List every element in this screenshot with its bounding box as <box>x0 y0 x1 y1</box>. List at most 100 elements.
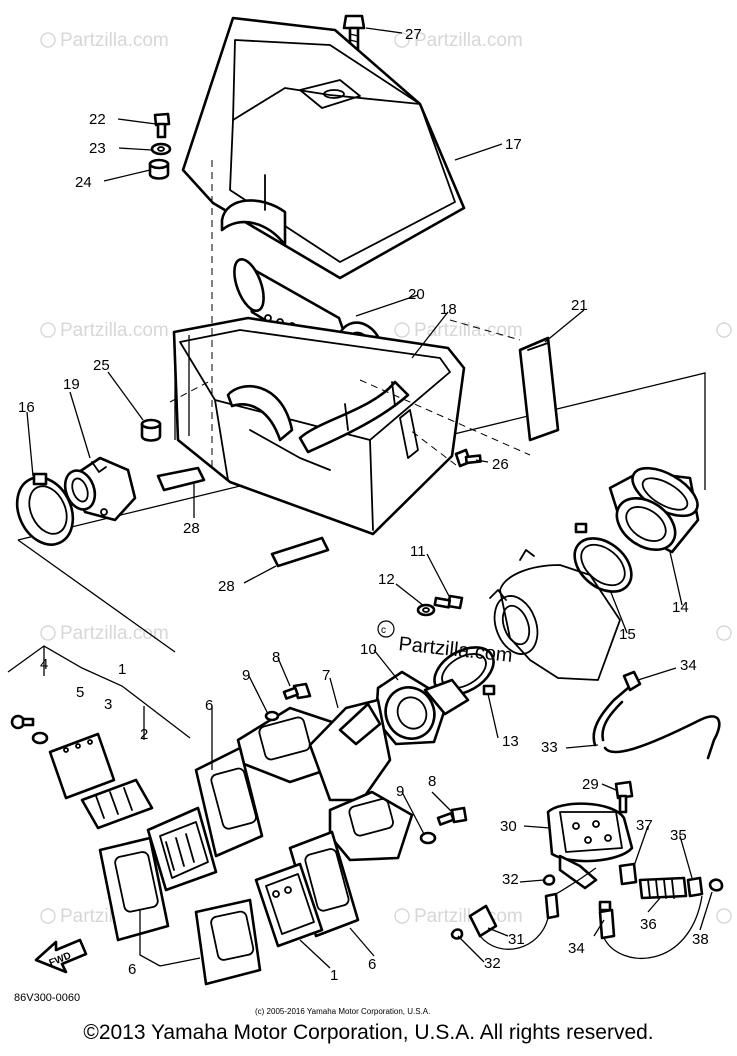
callout-34: 34 <box>568 940 585 957</box>
callout-30: 29 <box>582 776 599 793</box>
callout-6: 6 <box>128 961 136 978</box>
washer-9 <box>419 831 437 845</box>
clamp-16 <box>15 472 75 546</box>
callout-32: 32 <box>502 871 519 888</box>
washer-12 <box>416 603 436 617</box>
assembly-line <box>359 379 531 456</box>
callout-24: 24 <box>75 174 92 191</box>
callout-36: 36 <box>640 916 657 933</box>
intake-boot-14 <box>608 466 700 554</box>
carburetor <box>489 549 621 681</box>
clip-32 <box>450 928 464 940</box>
callout-6: 6 <box>368 956 376 973</box>
assembly-line <box>169 379 213 403</box>
spring-36 <box>638 876 688 900</box>
callouts: 27 17 22 23 24 20 18 21 2 5 19 1 6 26 28 2… <box>18 26 709 984</box>
callout-5: 5 <box>76 684 84 701</box>
callout-14: 14 <box>672 599 689 616</box>
gasket-6 <box>194 746 264 858</box>
leader-lines <box>26 27 713 969</box>
gasket-6 <box>98 836 170 942</box>
watermark: Partzilla.com <box>394 906 523 927</box>
callout-21: 21 <box>571 297 588 314</box>
callout-1: 1 <box>330 967 338 984</box>
callout-9: 9 <box>242 667 250 684</box>
watermark-layer: Partzilla.com Partzilla.com Partzilla.co… <box>40 30 732 927</box>
callout-37: 37 <box>636 817 653 834</box>
reed-2 <box>80 778 154 830</box>
svg-text:Partzilla.com: Partzilla.com <box>60 320 169 341</box>
footer-copyright: ©2013 Yamaha Motor Corporation, U.S.A. A… <box>83 1021 654 1044</box>
watermark: Partzilla.com <box>394 320 523 341</box>
pad-28 <box>156 466 206 492</box>
fwd-arrow: FWD <box>34 938 88 974</box>
callout-28: 28 <box>218 578 235 595</box>
callout-34: 34 <box>680 657 697 674</box>
callout-33: 33 <box>541 739 558 756</box>
callout-29: 30 <box>500 818 517 835</box>
callout-2: 2 <box>140 726 148 743</box>
watermark <box>716 908 732 924</box>
svg-text:Partzilla.com: Partzilla.com <box>414 30 523 51</box>
callout-6: 6 <box>205 697 213 714</box>
callout-26: 26 <box>492 456 509 473</box>
washer-5 <box>31 731 49 745</box>
callout-17: 17 <box>505 136 522 153</box>
bolt-27 <box>342 14 366 54</box>
callout-20: 20 <box>408 286 425 303</box>
screw-30 <box>614 780 634 814</box>
fitting-37 <box>618 862 638 886</box>
svg-text:Partzilla.com: Partzilla.com <box>414 320 523 341</box>
reed-valve-1 <box>146 806 218 892</box>
assembly-line <box>409 429 457 466</box>
clamp-15 <box>573 522 633 593</box>
plate-21 <box>518 336 560 442</box>
callout-35: 35 <box>670 827 687 844</box>
diagram-copyright: (c) 2005-2016 Yamaha Motor Corporation, … <box>255 1007 430 1016</box>
callout-32: 32 <box>484 955 501 972</box>
callout-38: 38 <box>692 931 709 948</box>
watermark <box>716 322 732 338</box>
watermark: Partzilla.com <box>40 320 169 341</box>
reed-valve-1 <box>254 862 324 948</box>
grommet-24 <box>148 158 170 180</box>
callout-8: 8 <box>272 649 280 666</box>
svg-text:Partzilla.com: Partzilla.com <box>60 623 169 644</box>
group-outline <box>17 539 176 653</box>
bolt-11 <box>433 594 464 610</box>
stopper-3 <box>48 732 116 800</box>
watermark <box>716 625 732 641</box>
callout-4: 4 <box>40 656 48 673</box>
grommet-25 <box>140 418 162 442</box>
assembly-line <box>449 319 521 341</box>
hose-line <box>603 895 703 959</box>
svg-text:Partzilla.com: Partzilla.com <box>60 30 169 51</box>
joint-10 <box>374 670 470 746</box>
callout-19: 19 <box>63 376 80 393</box>
fitting-35 <box>686 876 704 898</box>
fitting-34 <box>598 900 616 940</box>
callout-18: 18 <box>440 301 457 318</box>
airbox-cover-17 <box>181 16 466 280</box>
callout-31: 31 <box>508 931 525 948</box>
bracket-line <box>7 645 191 739</box>
callout-22: 22 <box>89 111 106 128</box>
fitting-34 <box>622 670 642 692</box>
callout-13: 13 <box>502 733 519 750</box>
clip-32 <box>542 874 556 886</box>
hose-small <box>544 892 560 920</box>
screw-4 <box>10 714 35 730</box>
callout-23: 23 <box>89 140 106 157</box>
callout-27: 27 <box>405 26 422 43</box>
callout-7: 7 <box>322 667 330 684</box>
svg-text:Partzilla.com: Partzilla.com <box>414 906 523 927</box>
callout-11: 11 <box>410 543 426 560</box>
airbox-case-18 <box>172 316 466 536</box>
pad-28 <box>270 536 330 568</box>
callout-9: 9 <box>396 783 404 800</box>
callout-3: 3 <box>104 696 112 713</box>
callout-15: 15 <box>619 626 636 643</box>
part-code: 86V300-0060 <box>14 992 80 1004</box>
callout-8: 8 <box>428 773 436 790</box>
